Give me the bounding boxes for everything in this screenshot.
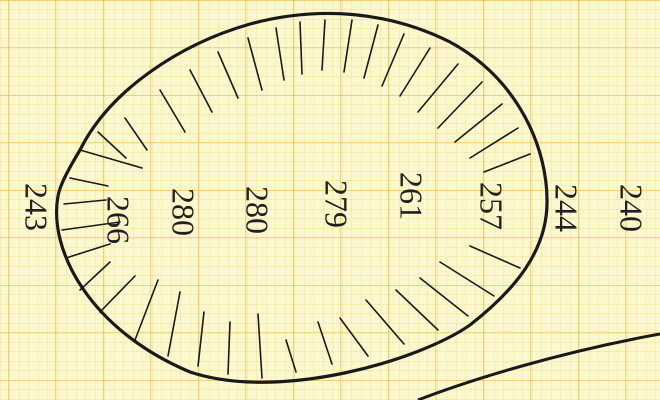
- elevation-label-right-rim: 244: [549, 184, 585, 232]
- elevation-label-inside-4: 279: [319, 180, 355, 228]
- elevation-label-left-outside: 243: [19, 183, 55, 231]
- elevation-label-inside-6: 257: [474, 182, 510, 230]
- elevation-label-inside-2: 280: [166, 188, 202, 236]
- elevation-label-right-outside: 240: [614, 184, 650, 232]
- elevation-label-inside-3: 280: [240, 186, 276, 234]
- elevation-label-inside-1: 266: [101, 196, 137, 244]
- elevation-label-inside-5: 261: [394, 172, 430, 220]
